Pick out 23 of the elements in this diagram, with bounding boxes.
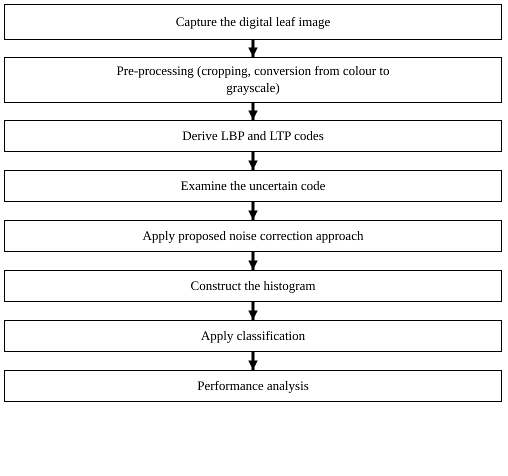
step-text: Derive LBP and LTP codes [182,128,324,144]
process-box [4,170,502,202]
step-text: Capture the digital leaf image [176,14,330,30]
arrow [248,40,258,57]
step-text: Construct the histogram [190,278,316,294]
step-text: Apply proposed noise correction approach [142,228,364,244]
arrow [248,302,258,320]
step-text: Examine the uncertain code [180,178,326,194]
arrow [248,202,258,220]
process-box [4,370,502,402]
process-box [4,320,502,352]
process-box [4,120,502,152]
process-box [4,270,502,302]
process-box [4,220,502,252]
process-box [4,4,502,40]
arrow [248,252,258,270]
process-box [4,57,502,103]
step-text: Performance analysis [197,378,309,394]
arrow [248,152,258,170]
step-text: Apply classification [200,328,306,344]
arrow [248,103,258,120]
step-text: Pre-processing (cropping, conversion from colour to grayscale) [116,63,390,97]
arrow [248,352,258,370]
